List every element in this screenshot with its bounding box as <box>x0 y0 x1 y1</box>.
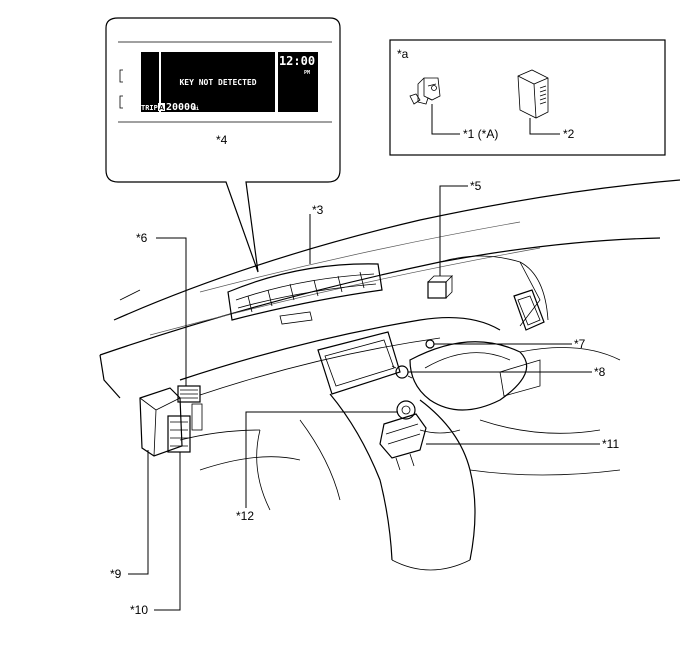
callout-a: *a <box>397 47 409 61</box>
lcd-message: KEY NOT DETECTED <box>179 78 256 87</box>
dashboard-line-art <box>99 179 681 571</box>
lcd-odometer: 20000 <box>166 102 196 113</box>
callout-12: *12 <box>236 509 254 523</box>
callout-9: *9 <box>110 567 122 581</box>
callout-11: *11 <box>602 437 619 451</box>
lcd-clock-suffix: PM <box>304 70 310 76</box>
part-5-sensor-illustration <box>427 275 453 299</box>
lcd-trip-label: TRIP <box>141 104 158 112</box>
inset-box-a: *a *1 (*A) *2 <box>389 39 666 156</box>
callout-3: *3 <box>312 203 324 217</box>
callout-5: *5 <box>470 179 482 193</box>
lcd-main-panel <box>161 52 275 112</box>
steering-column-assembly-illustration <box>379 400 461 471</box>
part-10-junction-block-illustration <box>167 403 203 453</box>
callout-6: *6 <box>136 231 148 245</box>
part-6-illustration <box>177 385 201 403</box>
display-callout-bubble: KEY NOT DETECTED 12:00 PM TRIP A 20000 m… <box>105 17 341 273</box>
callout-10: *10 <box>130 603 148 617</box>
part-2-ecu-illustration <box>517 69 549 119</box>
lcd-trip-marker: A <box>159 105 164 112</box>
lcd-left-panel <box>141 52 159 112</box>
lcd-right-panel <box>278 52 318 112</box>
lcd-trip-marker-box <box>158 103 165 111</box>
part-1-sensor-illustration <box>409 77 441 105</box>
lcd-clock: 12:00 <box>279 54 315 68</box>
lcd-odometer-unit: mi <box>193 106 199 112</box>
callout-1: *1 (*A) <box>463 127 498 141</box>
callout-2: *2 <box>563 127 575 141</box>
instrument-cluster-illustration <box>227 263 383 325</box>
callout-8: *8 <box>594 365 606 379</box>
callout-4: *4 <box>216 133 228 147</box>
part-7-sensor-illustration <box>425 339 435 349</box>
callout-7: *7 <box>574 337 586 351</box>
